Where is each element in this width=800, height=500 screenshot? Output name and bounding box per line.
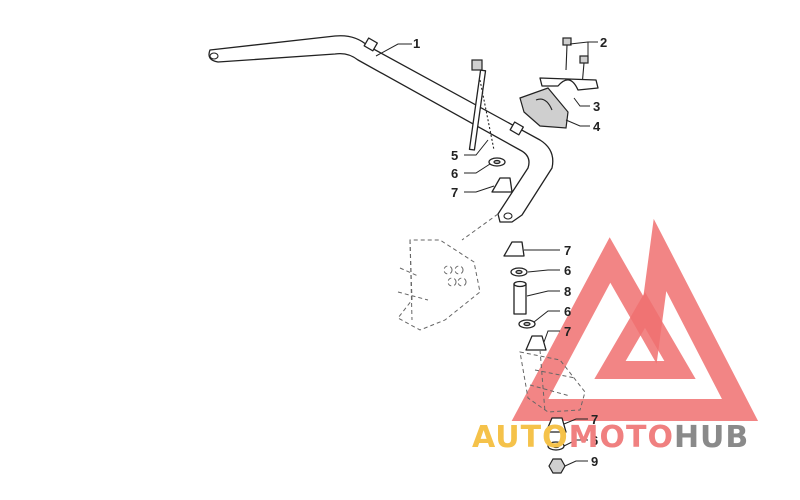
callout-7-bottom: 7 bbox=[591, 412, 598, 427]
cone-bushing-lower bbox=[525, 335, 547, 351]
callout-8: 8 bbox=[564, 284, 571, 299]
bolt-upper-left bbox=[562, 37, 572, 71]
washer-lower bbox=[518, 319, 536, 329]
callout-6-lower: 6 bbox=[564, 304, 571, 319]
centerline-lower bbox=[539, 349, 546, 413]
callout-2: 2 bbox=[600, 35, 607, 50]
callout-numbers: 1 2 3 4 5 6 7 7 6 8 6 7 7 6 9 bbox=[413, 35, 607, 469]
wordmark-hub: HUB bbox=[674, 420, 749, 455]
svg-text:AUTOMOTOHUB: AUTOMOTOHUB bbox=[472, 420, 749, 455]
callout-6-upper: 6 bbox=[451, 166, 458, 181]
callout-6-bottom: 6 bbox=[591, 433, 598, 448]
long-bolt bbox=[468, 59, 495, 151]
logo-outer-triangle bbox=[511, 218, 759, 421]
washer-upper bbox=[488, 157, 506, 167]
frame-outline-left bbox=[397, 239, 481, 331]
callout-7-upper: 7 bbox=[451, 185, 458, 200]
clamp-bracket bbox=[539, 77, 599, 91]
leader-lines bbox=[375, 41, 598, 467]
callout-1: 1 bbox=[413, 36, 420, 51]
callout-5: 5 bbox=[451, 148, 458, 163]
frame-outline-lower bbox=[519, 351, 586, 413]
callout-7-lower: 7 bbox=[564, 324, 571, 339]
bushing bbox=[519, 87, 569, 129]
washer-mid bbox=[510, 267, 528, 277]
washer-bottom bbox=[547, 441, 565, 451]
callout-3: 3 bbox=[593, 99, 600, 114]
cone-bushing-upper bbox=[491, 177, 513, 193]
logo-inner-triangle bbox=[594, 292, 696, 379]
nut bbox=[548, 458, 566, 474]
cone-bushing-mid bbox=[503, 241, 525, 257]
watermark-logo bbox=[511, 218, 759, 421]
callout-4: 4 bbox=[593, 119, 601, 134]
callout-9: 9 bbox=[591, 454, 598, 469]
sway-bar bbox=[208, 35, 554, 241]
sleeve bbox=[513, 280, 527, 315]
cone-bushing-bottom bbox=[545, 417, 567, 433]
wordmark-auto: AUTO bbox=[472, 420, 569, 455]
watermark-wordmark: AUTOMOTOHUB bbox=[472, 420, 749, 455]
wordmark-moto: MOTO bbox=[569, 420, 674, 455]
callout-6-mid: 6 bbox=[564, 263, 571, 278]
callout-7-mid: 7 bbox=[564, 243, 571, 258]
